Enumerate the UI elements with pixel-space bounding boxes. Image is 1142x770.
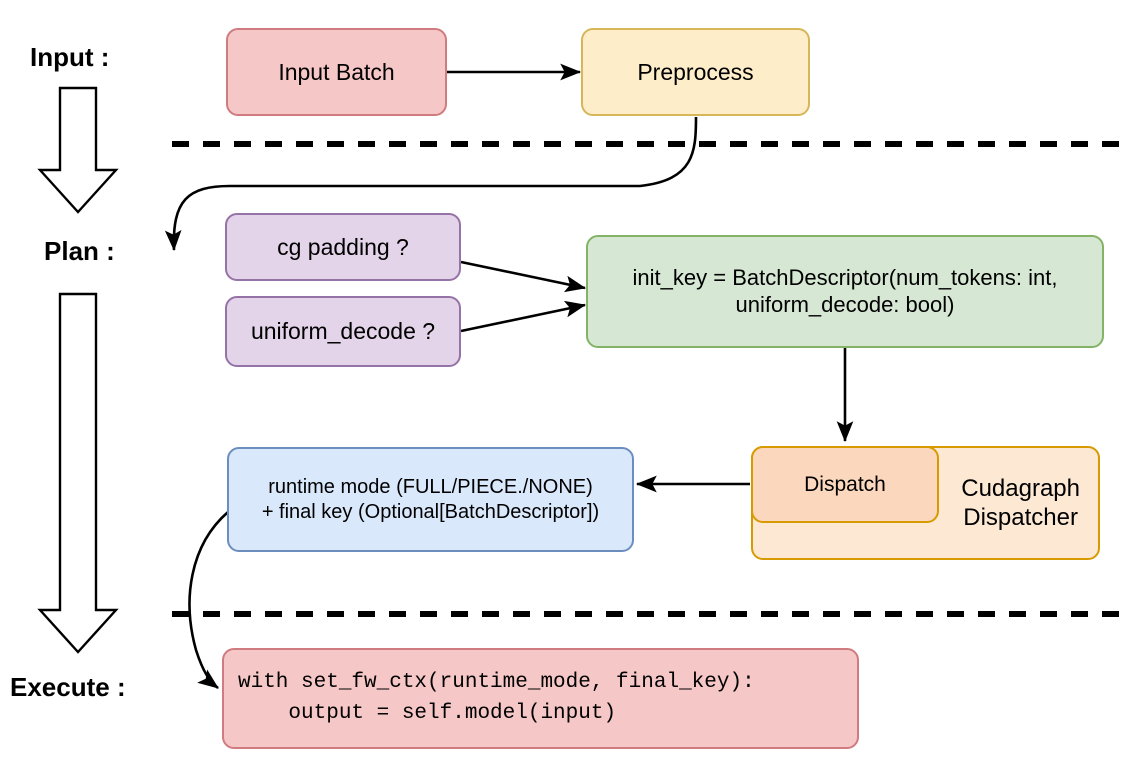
node-preprocess-label: Preprocess: [637, 58, 754, 85]
stage-arrow-input-to-plan: [37, 86, 119, 214]
node-dispatch[interactable]: Dispatch: [751, 446, 939, 523]
node-uniform-decode-label: uniform_decode ?: [250, 318, 436, 345]
stage-arrow-plan-to-execute: [37, 292, 119, 654]
node-init-key[interactable]: init_key = BatchDescriptor(num_tokens: i…: [586, 235, 1104, 348]
node-runtime-mode-label: runtime mode (FULL/PIECE./NONE) + final …: [261, 476, 600, 523]
lane-label-input: Input :: [30, 42, 110, 72]
e-padding-initkey: [460, 260, 587, 293]
node-uniform-decode[interactable]: uniform_decode ?: [225, 296, 461, 367]
node-cudagraph-dispatcher-label: Cudagraph Dispatcher: [961, 474, 1080, 531]
node-input-batch-label: Input Batch: [278, 58, 395, 85]
node-runtime-mode[interactable]: runtime mode (FULL/PIECE./NONE) + final …: [227, 447, 634, 552]
node-dispatch-label: Dispatch: [804, 472, 886, 496]
node-execute-code-label: with set_fw_ctx(runtime_mode, final_key)…: [238, 671, 755, 725]
node-execute-code[interactable]: with set_fw_ctx(runtime_mode, final_key)…: [222, 648, 859, 749]
lane-label-plan: Plan :: [44, 236, 115, 266]
lane-label-execute: Execute :: [10, 672, 126, 702]
e-uniform-initkey: [460, 300, 587, 333]
node-input-batch[interactable]: Input Batch: [226, 28, 447, 116]
node-cg-padding[interactable]: cg padding ?: [225, 213, 461, 281]
node-init-key-label: init_key = BatchDescriptor(num_tokens: i…: [632, 264, 1058, 317]
node-preprocess[interactable]: Preprocess: [581, 28, 810, 116]
node-cg-padding-label: cg padding ?: [277, 233, 409, 260]
